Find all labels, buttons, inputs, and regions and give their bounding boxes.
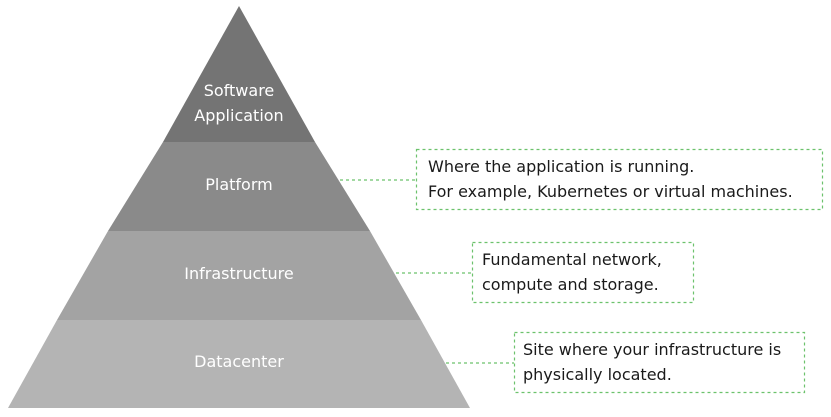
note-box-platform <box>415 148 824 211</box>
layer-infrastructure <box>57 231 421 320</box>
layer-label-infrastructure: Infrastructure <box>184 264 293 283</box>
layer-label-software: Software <box>204 81 275 100</box>
layer-platform <box>108 142 370 231</box>
layer-label-platform: Platform <box>205 175 272 194</box>
note-platform-line-1: Where the application is running. <box>428 157 694 176</box>
layer-software-application <box>163 6 315 142</box>
note-datacenter-line-1: Site where your infrastructure is <box>523 340 781 359</box>
note-infrastructure-line-2: compute and storage. <box>482 275 659 294</box>
layer-label-application: Application <box>194 106 283 125</box>
note-box-infrastructure <box>471 241 695 304</box>
note-infrastructure-line-1: Fundamental network, <box>482 250 662 269</box>
layer-datacenter <box>8 320 470 408</box>
note-platform-line-2: For example, Kubernetes or virtual machi… <box>428 182 793 201</box>
note-datacenter-line-2: physically located. <box>523 365 672 384</box>
layer-label-datacenter: Datacenter <box>194 352 284 371</box>
note-box-datacenter <box>513 331 806 394</box>
